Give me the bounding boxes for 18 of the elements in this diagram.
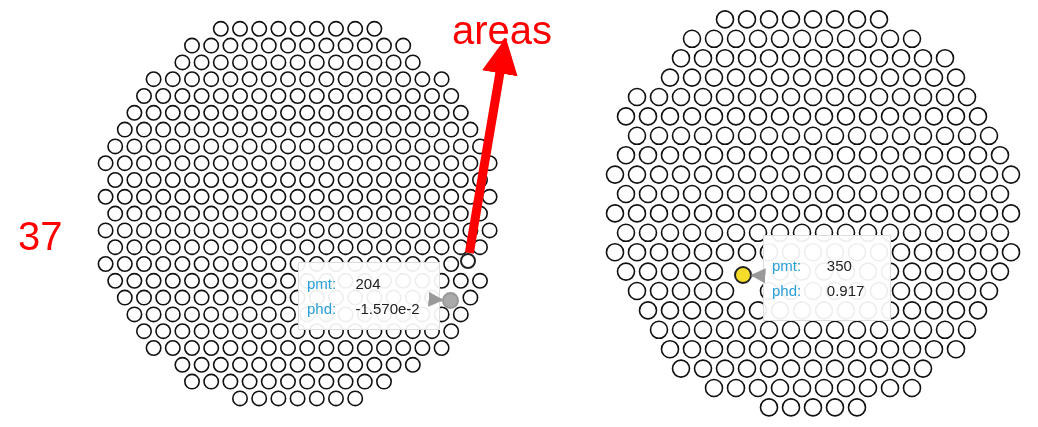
tooltip-card [298,262,440,330]
annotation-text: areas [452,10,562,52]
highlighted-sensor-circle [734,266,752,284]
tooltip-value: -1.570e-2 [355,300,421,317]
tooltip-key: phd: [772,282,819,299]
tooltip-pointer [750,268,766,284]
tooltip-card [763,235,891,321]
tooltip-value: 350 [826,257,853,274]
highlighted-sensor-circle [442,292,459,309]
tooltip-key: pmt: [772,257,819,274]
tooltip-value: 204 [355,275,382,292]
annotation-number: 37 [18,216,63,256]
tooltip-pointer [428,291,444,307]
tooltip-key: phd: [307,300,348,317]
highlighted-sensor-circle [460,253,476,269]
tooltip-key: pmt: [307,275,348,292]
tooltip-value: 0.917 [826,282,866,299]
arrow [464,37,518,254]
